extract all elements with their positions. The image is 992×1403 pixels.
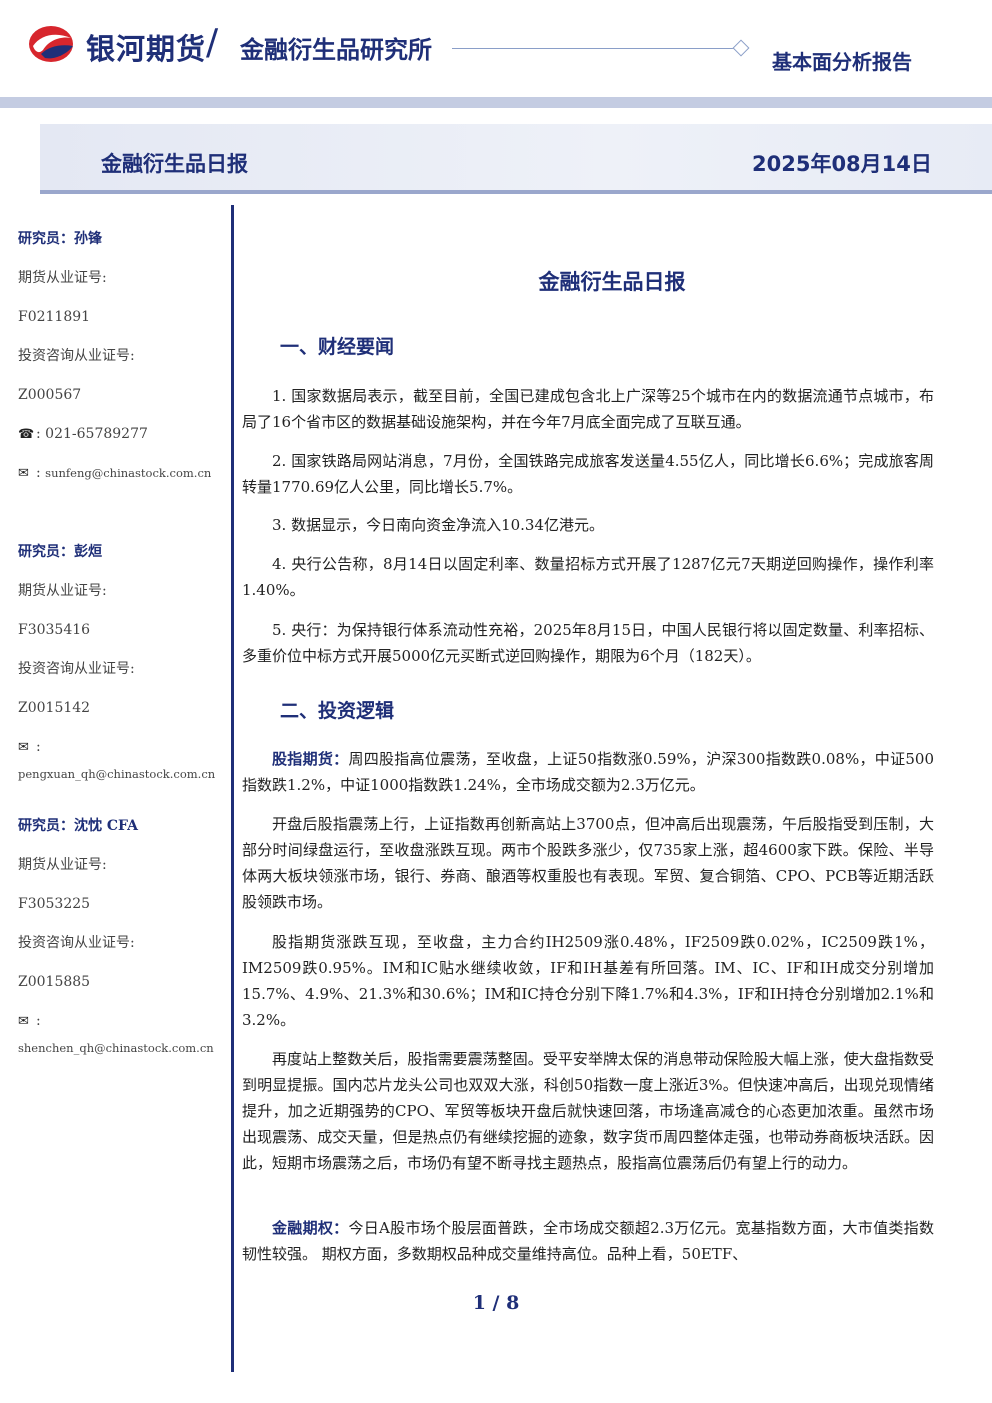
analyst-card: 研究员：彭烜 期货从业证号: F3035416 投资咨询从业证号: Z00151… xyxy=(18,539,230,781)
news-item: 5. 央行：为保持银行体系流动性充裕，2025年8月15日，中国人民银行将以固定… xyxy=(242,621,934,665)
futures-license-id: F0211891 xyxy=(18,309,91,325)
phone-row: ☎: 021-65789277 xyxy=(18,421,230,460)
banner-title: 金融衍生品日报 xyxy=(101,152,248,176)
consult-license-id: Z0015885 xyxy=(18,974,91,990)
email-icon: ✉ xyxy=(18,740,29,755)
consult-license-id: Z0015142 xyxy=(18,700,91,716)
paragraph-futures-contracts: 股指期货涨跌互现，至收盘，主力合约IH2509涨0.48%，IF2509跌0.0… xyxy=(242,933,934,1029)
top-band xyxy=(0,97,992,108)
email-link[interactable]: shenchen_qh@chinastock.com.cn xyxy=(18,1041,214,1055)
phone-number: 021-65789277 xyxy=(45,426,148,442)
section-heading-logic: 二、投资逻辑 xyxy=(280,700,395,722)
consult-license-label: 投资咨询从业证号: xyxy=(18,661,135,677)
email-link[interactable]: pengxuan_qh@chinastock.com.cn xyxy=(18,767,216,781)
consult-license-id: Z000567 xyxy=(18,387,82,403)
futures-license-id: F3035416 xyxy=(18,622,91,638)
title-banner xyxy=(40,124,992,190)
section-heading-news: 一、财经要闻 xyxy=(280,336,395,358)
brand-separator: / xyxy=(206,22,219,63)
news-item: 3. 数据显示，今日南向资金净流入10.34亿港元。 xyxy=(272,516,605,534)
banner-date: 2025年08月14日 xyxy=(752,152,932,176)
news-item: 2. 国家铁路局网站消息，7月份，全国铁路完成旅客发送量4.55亿人，同比增长6… xyxy=(242,452,934,496)
paragraph-outlook: 再度站上整数关后，股指需要震荡整固。受平安举牌太保的消息带动保险股大幅上涨，使大… xyxy=(242,1050,934,1172)
email-row: ✉: shenchen_qh@chinastock.com.cn xyxy=(18,1008,230,1055)
consult-license-label: 投资咨询从业证号: xyxy=(18,935,135,951)
paragraph-lead: 金融期权： xyxy=(272,1219,349,1237)
email-icon: ✉ xyxy=(18,1014,29,1029)
analyst-name: 研究员：彭烜 xyxy=(18,544,102,560)
phone-icon: ☎ xyxy=(18,427,35,442)
banner-rule xyxy=(40,190,992,194)
sidebar-divider xyxy=(231,205,234,1372)
analyst-name: 研究员：沈忱 CFA xyxy=(18,818,138,834)
paragraph-stock-index-futures: 股指期货：周四股指高位震荡，至收盘，上证50指数涨0.59%，沪深300指数跌0… xyxy=(242,746,934,798)
analyst-card: 研究员：孙锋 期货从业证号: F0211891 投资咨询从业证号: Z00056… xyxy=(18,226,230,499)
diamond-icon xyxy=(732,39,750,57)
report-title: 金融衍生品日报 xyxy=(538,270,686,294)
email-link[interactable]: sunfeng@chinastock.com.cn xyxy=(45,466,212,480)
futures-license-label: 期货从业证号: xyxy=(18,583,107,599)
futures-license-label: 期货从业证号: xyxy=(18,270,107,286)
email-row: ✉: sunfeng@chinastock.com.cn xyxy=(18,460,230,499)
futures-license-label: 期货从业证号: xyxy=(18,857,107,873)
futures-license-id: F3053225 xyxy=(18,896,91,912)
paragraph-lead: 股指期货： xyxy=(272,750,349,768)
header-rule xyxy=(452,48,736,49)
galaxy-logo-icon xyxy=(29,26,73,62)
analyst-name: 研究员：孙锋 xyxy=(18,231,102,247)
page-number: 1 / 8 xyxy=(472,1292,520,1314)
institute-name: 金融衍生品研究所 xyxy=(240,36,432,64)
paragraph-market-review: 开盘后股指震荡上行，上证指数再创新高站上3700点，但冲高后出现震荡，午后股指受… xyxy=(242,815,934,911)
report-type: 基本面分析报告 xyxy=(772,50,912,74)
email-icon: ✉ xyxy=(18,466,29,481)
paragraph-text: 今日A股市场个股层面普跌，全市场成交额超2.3万亿元。宽基指数方面，大市值类指数… xyxy=(242,1219,934,1263)
consult-license-label: 投资咨询从业证号: xyxy=(18,348,135,364)
analyst-sidebar: 研究员：孙锋 期货从业证号: F0211891 投资咨询从业证号: Z00056… xyxy=(18,226,230,1055)
brand-name: 银河期货 xyxy=(86,32,207,66)
news-item: 1. 国家数据局表示，截至目前，全国已建成包含北上广深等25个城市在内的数据流通… xyxy=(242,387,934,431)
email-row: ✉: pengxuan_qh@chinastock.com.cn xyxy=(18,734,230,781)
news-item: 4. 央行公告称，8月14日以固定利率、数量招标方式开展了1287亿元7天期逆回… xyxy=(242,555,934,599)
analyst-card: 研究员：沈忱 CFA 期货从业证号: F3053225 投资咨询从业证号: Z0… xyxy=(18,813,230,1055)
paragraph-text: 周四股指高位震荡，至收盘，上证50指数涨0.59%，沪深300指数跌0.08%，… xyxy=(242,750,934,794)
paragraph-financial-options: 金融期权：今日A股市场个股层面普跌，全市场成交额超2.3万亿元。宽基指数方面，大… xyxy=(242,1215,934,1267)
